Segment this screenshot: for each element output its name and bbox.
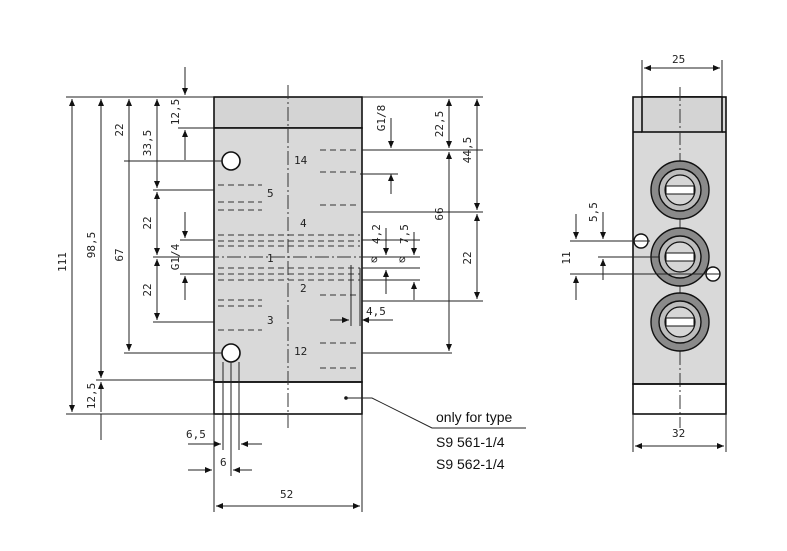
port-2-label: 2 [300, 282, 307, 295]
dim-12-5-bottom: 12,5 [85, 383, 98, 410]
dim-22-a: 22 [141, 216, 154, 229]
dim-11: 11 [560, 251, 573, 264]
dim-g1-8: G1/8 [375, 105, 388, 132]
dim-6-5: 6,5 [186, 428, 206, 441]
port-4-label: 4 [300, 217, 307, 230]
dim-4-5: 4,5 [366, 305, 386, 318]
side-port-top [650, 160, 710, 220]
dim-66: 66 [433, 207, 446, 220]
dim-6: 6 [220, 456, 227, 469]
port-14-label: 14 [294, 154, 308, 167]
dim-12-5-top: 12,5 [169, 99, 182, 126]
dim-22-top: 22 [113, 123, 126, 136]
dim-22-right: 22 [461, 251, 474, 264]
note-line-3: S9 562-1/4 [436, 456, 505, 472]
note-line-2: S9 561-1/4 [436, 434, 505, 450]
side-lower-section [632, 383, 727, 415]
dim-33-5: 33,5 [141, 130, 154, 157]
port-3-label: 3 [267, 314, 274, 327]
dim-22-5: 22,5 [433, 111, 446, 138]
port-1-label: 1 [267, 252, 274, 265]
mounting-hole-top [221, 151, 241, 171]
dim-52: 52 [280, 488, 293, 501]
dim-7-5: 7,5 [398, 224, 411, 244]
dim-22-b: 22 [141, 283, 154, 296]
port-12-label: 12 [294, 345, 307, 358]
dim-44-5: 44,5 [461, 137, 474, 164]
dim-67: 67 [113, 248, 126, 261]
dim-4-2: 4,2 [370, 224, 383, 244]
dim-25: 25 [672, 53, 685, 66]
left-extension-lines [66, 96, 222, 415]
note-line-1: only for type [436, 409, 512, 425]
diameter-symbol-2: ⌀ [399, 253, 406, 266]
mounting-hole-bottom [221, 343, 241, 363]
dim-g1-4: G1/4 [169, 243, 182, 270]
dim-5-5: 5,5 [587, 202, 600, 222]
dim-98-5: 98,5 [85, 232, 98, 259]
side-port-bottom [650, 292, 710, 352]
front-view: 14 5 4 1 2 3 12 111 98,5 67 33,5 22 [56, 67, 526, 512]
diameter-symbol-1: ⌀ [371, 253, 378, 266]
port-5-label: 5 [267, 187, 274, 200]
right-extension-lines [362, 96, 483, 354]
hidden-port-lines [205, 149, 370, 369]
side-port-middle [650, 227, 710, 287]
dim-111: 111 [56, 252, 69, 272]
side-view: 25 32 5,5 11 [560, 53, 727, 452]
dim-32: 32 [672, 427, 685, 440]
note-leader-line [346, 397, 526, 429]
